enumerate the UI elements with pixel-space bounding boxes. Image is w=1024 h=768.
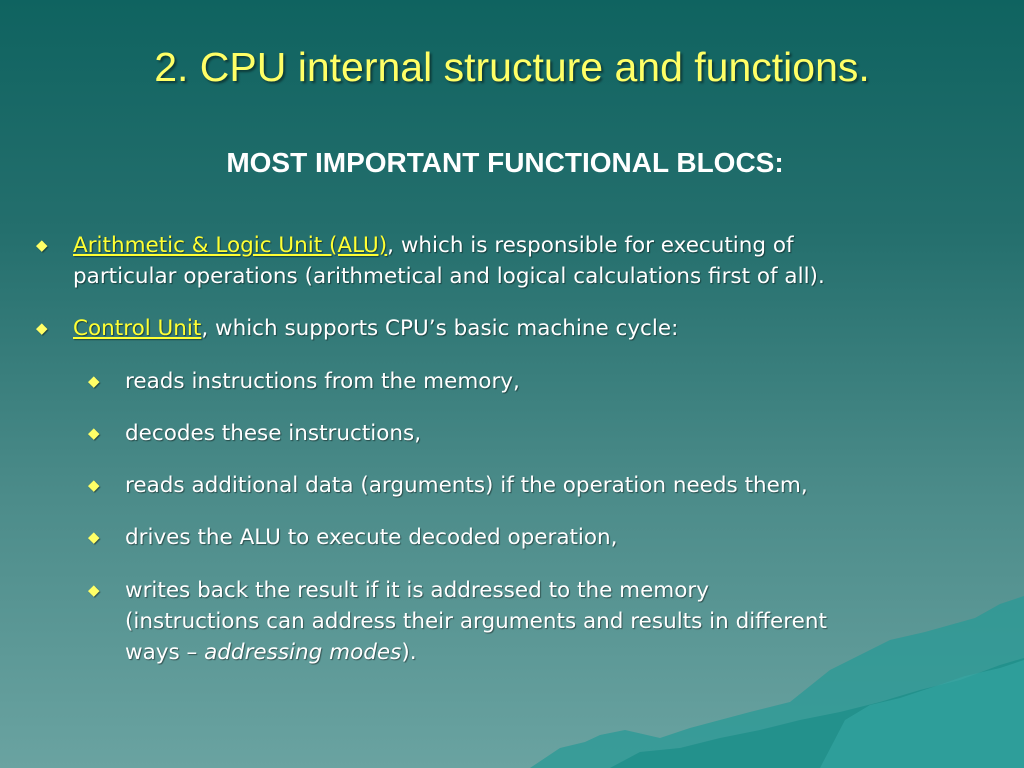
sub-list-item: reads instructions from the memory,: [125, 369, 520, 394]
slide-subtitle: MOST IMPORTANT FUNCTIONAL BLOCS:: [226, 147, 784, 178]
diamond-bullet-icon: ◆: [88, 476, 100, 494]
diamond-bullet-icon: ◆: [88, 581, 100, 599]
diamond-bullet-icon: ◆: [88, 372, 100, 390]
sub-list-item: decodes these instructions,: [125, 421, 422, 446]
sub-list-item: reads additional data (arguments) if the…: [125, 473, 808, 498]
diamond-bullet-icon: ◆: [88, 528, 100, 546]
sub-list-item: writes back the result if it is addresse…: [125, 578, 827, 665]
diamond-bullet-icon: ◆: [36, 236, 48, 254]
list-item-alu: Arithmetic & Logic Unit (ALU), which is …: [73, 233, 825, 289]
diamond-bullet-icon: ◆: [36, 319, 48, 337]
term-control-unit: Control Unit: [73, 316, 202, 341]
addressing-modes-term: addressing modes: [204, 640, 402, 665]
sub-list-item: drives the ALU to execute decoded operat…: [125, 525, 618, 550]
slide-title: 2. CPU internal structure and functions.: [154, 44, 870, 90]
term-alu: Arithmetic & Logic Unit (ALU): [73, 233, 388, 258]
diamond-bullet-icon: ◆: [88, 424, 100, 442]
list-item-control-unit: Control Unit, which supports CPU’s basic…: [73, 316, 679, 341]
